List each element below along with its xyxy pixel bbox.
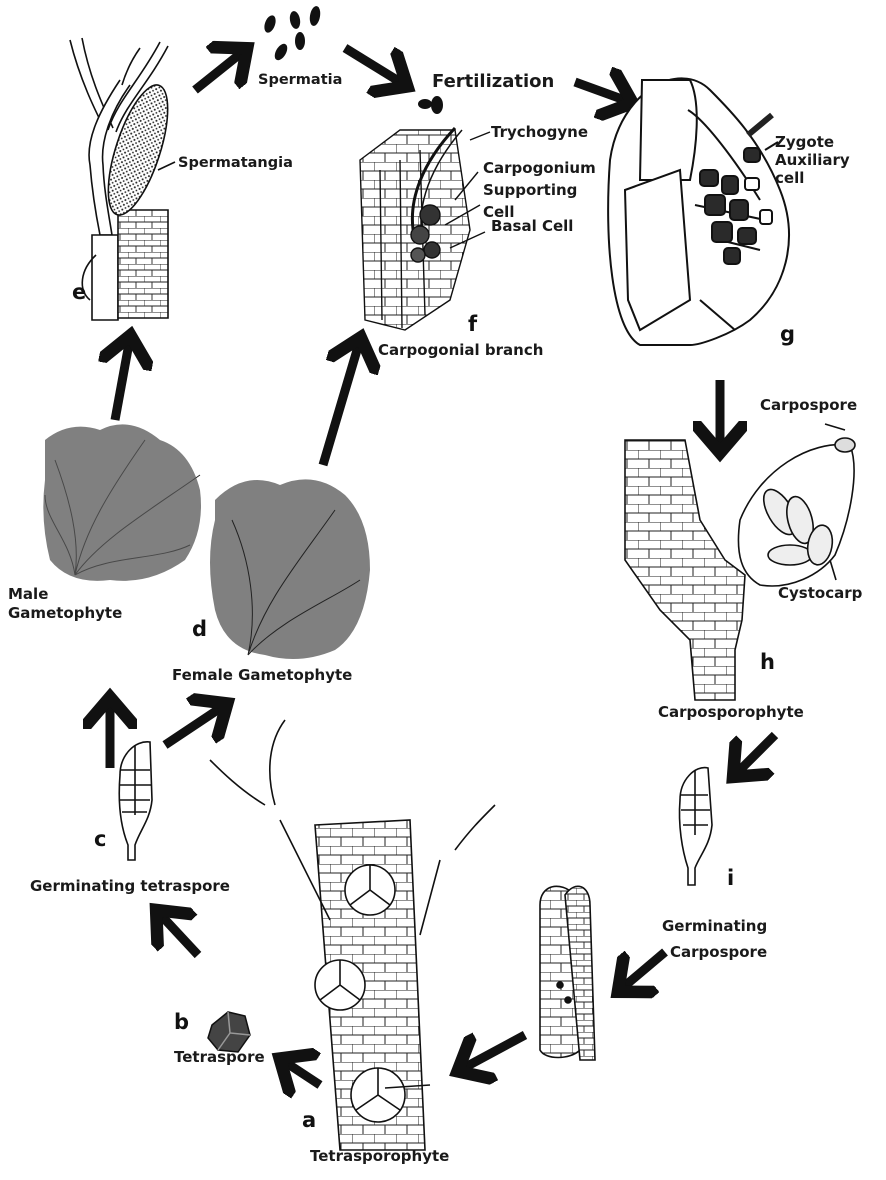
stage-letter-b: b [174, 1010, 189, 1034]
label-germinating-tetraspore: Germinating tetraspore [30, 878, 230, 895]
label-carpogonium: Carpogonium [483, 160, 596, 177]
label-zygote: Zygote [775, 134, 834, 151]
arrow-i-to-germling [620, 952, 665, 990]
label-auxiliary: Auxiliary [775, 152, 850, 169]
stage-letter-h: h [760, 650, 775, 674]
male-gametophyte-foliage [43, 424, 201, 580]
spermatia-cells [262, 5, 443, 114]
arrow-spermatia-to-fertilization [345, 48, 405, 85]
label-carpogonial-branch: Carpogonial branch [378, 342, 543, 359]
carposporeling [540, 886, 595, 1060]
stage-letter-e: e [72, 280, 86, 304]
label-germinating-carpospore: Carpospore [670, 944, 767, 961]
label-auxiliary-cell: cell [775, 170, 804, 187]
germinating-tetraspore-c [119, 742, 152, 860]
label-carposporophyte: Carposporophyte [658, 704, 804, 721]
arrow-h-to-i [735, 735, 775, 775]
label-spermatia: Spermatia [258, 72, 342, 89]
arrow-germling-to-a [460, 1035, 525, 1070]
female-gametophyte-foliage [210, 479, 370, 659]
tetraspore-b [208, 1012, 250, 1052]
stage-letter-i: i [727, 866, 734, 890]
arrow-c-to-female [165, 705, 225, 745]
stage-letter-a: a [302, 1108, 316, 1132]
stage-letter-g: g [780, 322, 795, 346]
label-fertilization: Fertilization [432, 72, 554, 93]
label-supporting: Supporting [483, 182, 577, 199]
germinating-carpospore-i [679, 768, 712, 885]
label-tetrasporophyte: Tetrasporophyte [310, 1148, 449, 1165]
label-cystocarp: Cystocarp [778, 585, 862, 602]
male-branch-e [70, 38, 180, 320]
label-germinating: Germinating [662, 918, 767, 935]
cystocarp-development-g [608, 78, 789, 345]
arrow-e-to-spermatia [195, 50, 245, 90]
label-male-gametophyte: Gametophyte [8, 605, 122, 622]
arrow-male-to-e [115, 338, 130, 420]
label-spermatangia: Spermatangia [178, 155, 293, 172]
arrow-b-to-c [158, 912, 198, 955]
carposporophyte-h [625, 424, 855, 700]
label-carpospore: Carpospore [760, 397, 857, 414]
arrow-a-to-b [282, 1060, 320, 1085]
arrow-female-to-f [323, 340, 360, 465]
carpogonial-branch-f [360, 128, 490, 330]
label-trychogyne: Trychogyne [491, 124, 588, 141]
stage-letter-d: d [192, 617, 207, 641]
arrow-fertilization-to-g [575, 82, 630, 102]
label-male: Male [8, 586, 48, 603]
label-basal-cell: Basal Cell [491, 218, 573, 235]
label-female-gametophyte: Female Gametophyte [172, 667, 352, 684]
label-tetraspore: Tetraspore [174, 1049, 265, 1066]
tetrasporophyte-a [210, 720, 495, 1150]
stage-letter-c: c [94, 827, 106, 851]
stage-letter-f: f [468, 312, 477, 336]
